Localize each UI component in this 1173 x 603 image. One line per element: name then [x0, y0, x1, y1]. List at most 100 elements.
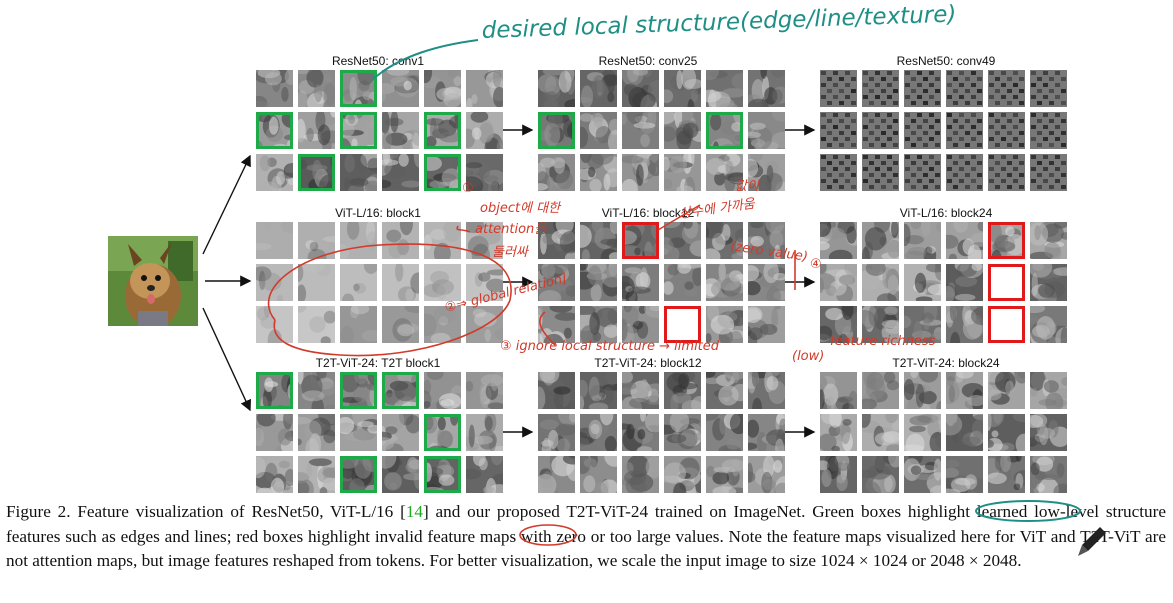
feature-map-thumbnail: [988, 372, 1025, 409]
feature-map-thumbnail: [298, 154, 335, 191]
feature-map-thumbnail: [538, 112, 575, 149]
feature-map-thumbnail: [580, 456, 617, 493]
feature-map-thumbnail: [862, 112, 899, 149]
feature-map-thumbnail: [706, 222, 743, 259]
feature-map-thumbnail: [424, 154, 461, 191]
feature-map-thumbnail: [946, 70, 983, 107]
feature-map-thumbnail: [664, 70, 701, 107]
feature-map-thumbnail: [382, 414, 419, 451]
feature-map-thumbnail: [466, 112, 503, 149]
feature-map-thumbnail: [538, 264, 575, 301]
feature-map-thumbnail: [664, 154, 701, 191]
feature-map-thumbnail: [820, 264, 857, 301]
feature-map-thumbnail: [1030, 264, 1067, 301]
citation-link[interactable]: 14: [405, 502, 423, 521]
feature-map-thumbnail: [988, 70, 1025, 107]
grid-label-resnet50-2: ResNet50: conv25: [598, 54, 698, 68]
grid-label-t2t-vit-2: T2T-ViT-24: block12: [594, 356, 702, 370]
feature-map-thumbnail: [820, 414, 857, 451]
feature-map-thumbnail: [946, 306, 983, 343]
feature-map-thumbnail: [580, 222, 617, 259]
feature-map-thumbnail: [1030, 456, 1067, 493]
feature-map-thumbnail: [706, 414, 743, 451]
feature-map-thumbnail: [946, 372, 983, 409]
feature-map-thumbnail: [1030, 112, 1067, 149]
feature-map-thumbnail: [424, 264, 461, 301]
feature-map-thumbnail: [298, 112, 335, 149]
feature-map-thumbnail: [988, 306, 1025, 343]
feature-map-thumbnail: [622, 372, 659, 409]
feature-map-thumbnail: [256, 112, 293, 149]
feature-map-thumbnail: [256, 154, 293, 191]
feature-map-thumbnail: [946, 222, 983, 259]
feature-map-thumbnail: [862, 414, 899, 451]
feature-map-thumbnail: [904, 306, 941, 343]
feature-map-thumbnail: [256, 70, 293, 107]
feature-map-thumbnail: [622, 154, 659, 191]
feature-map-thumbnail: [622, 306, 659, 343]
feature-map-thumbnail: [298, 222, 335, 259]
feature-map-thumbnail: [424, 414, 461, 451]
feature-map-thumbnail: [988, 222, 1025, 259]
feature-map-thumbnail: [382, 154, 419, 191]
feature-map-thumbnail: [580, 414, 617, 451]
feature-map-thumbnail: [946, 456, 983, 493]
feature-map-thumbnail: [340, 154, 377, 191]
feature-map-thumbnail: [340, 112, 377, 149]
feature-map-thumbnail: [466, 372, 503, 409]
feature-map-thumbnail: [382, 456, 419, 493]
feature-map-thumbnail: [988, 264, 1025, 301]
feature-map-thumbnail: [466, 306, 503, 343]
feature-map-thumbnail: [340, 264, 377, 301]
feature-map-thumbnail: [1030, 70, 1067, 107]
feature-map-thumbnail: [946, 264, 983, 301]
feature-map-thumbnail: [988, 414, 1025, 451]
feature-map-thumbnail: [424, 112, 461, 149]
feature-map-thumbnail: [988, 112, 1025, 149]
feature-map-thumbnail: [664, 306, 701, 343]
feature-map-thumbnail: [340, 306, 377, 343]
feature-map-thumbnail: [664, 372, 701, 409]
feature-map-thumbnail: [340, 372, 377, 409]
feature-map-thumbnail: [424, 372, 461, 409]
feature-map-thumbnail: [748, 154, 785, 191]
feature-map-thumbnail: [580, 264, 617, 301]
feature-map-thumbnail: [340, 222, 377, 259]
feature-map-thumbnail: [256, 372, 293, 409]
feature-map-thumbnail: [1030, 414, 1067, 451]
feature-map-thumbnail: [466, 456, 503, 493]
feature-map-thumbnail: [706, 372, 743, 409]
grid-label-t2t-vit-3: T2T-ViT-24: block24: [892, 356, 1000, 370]
feature-map-thumbnail: [382, 112, 419, 149]
feature-map-thumbnail: [988, 154, 1025, 191]
feature-map-thumbnail: [820, 456, 857, 493]
grid-label-vit-1: ViT-L/16: block1: [335, 206, 421, 220]
feature-map-thumbnail: [748, 222, 785, 259]
feature-map-thumbnail: [538, 222, 575, 259]
feature-map-thumbnail: [706, 456, 743, 493]
feature-map-thumbnail: [580, 154, 617, 191]
dog-photo-icon: [108, 236, 198, 326]
feature-map-thumbnail: [340, 456, 377, 493]
feature-map-thumbnail: [382, 222, 419, 259]
feature-map-thumbnail: [862, 70, 899, 107]
feature-map-thumbnail: [904, 414, 941, 451]
feature-map-thumbnail: [862, 222, 899, 259]
feature-map-thumbnail: [904, 112, 941, 149]
figure-caption: Figure 2. Feature visualization of ResNe…: [6, 500, 1166, 574]
feature-map-thumbnail: [706, 112, 743, 149]
feature-map-thumbnail: [298, 456, 335, 493]
feature-map-thumbnail: [424, 222, 461, 259]
feature-map-thumbnail: [862, 372, 899, 409]
feature-map-thumbnail: [622, 456, 659, 493]
feature-map-thumbnail: [820, 70, 857, 107]
feature-map-thumbnail: [424, 70, 461, 107]
grid-label-vit-3: ViT-L/16: block24: [899, 206, 993, 220]
feature-map-thumbnail: [1030, 306, 1067, 343]
feature-map-thumbnail: [706, 70, 743, 107]
feature-map-thumbnail: [466, 70, 503, 107]
feature-map-thumbnail: [340, 70, 377, 107]
feature-map-thumbnail: [664, 414, 701, 451]
feature-map-thumbnail: [382, 372, 419, 409]
